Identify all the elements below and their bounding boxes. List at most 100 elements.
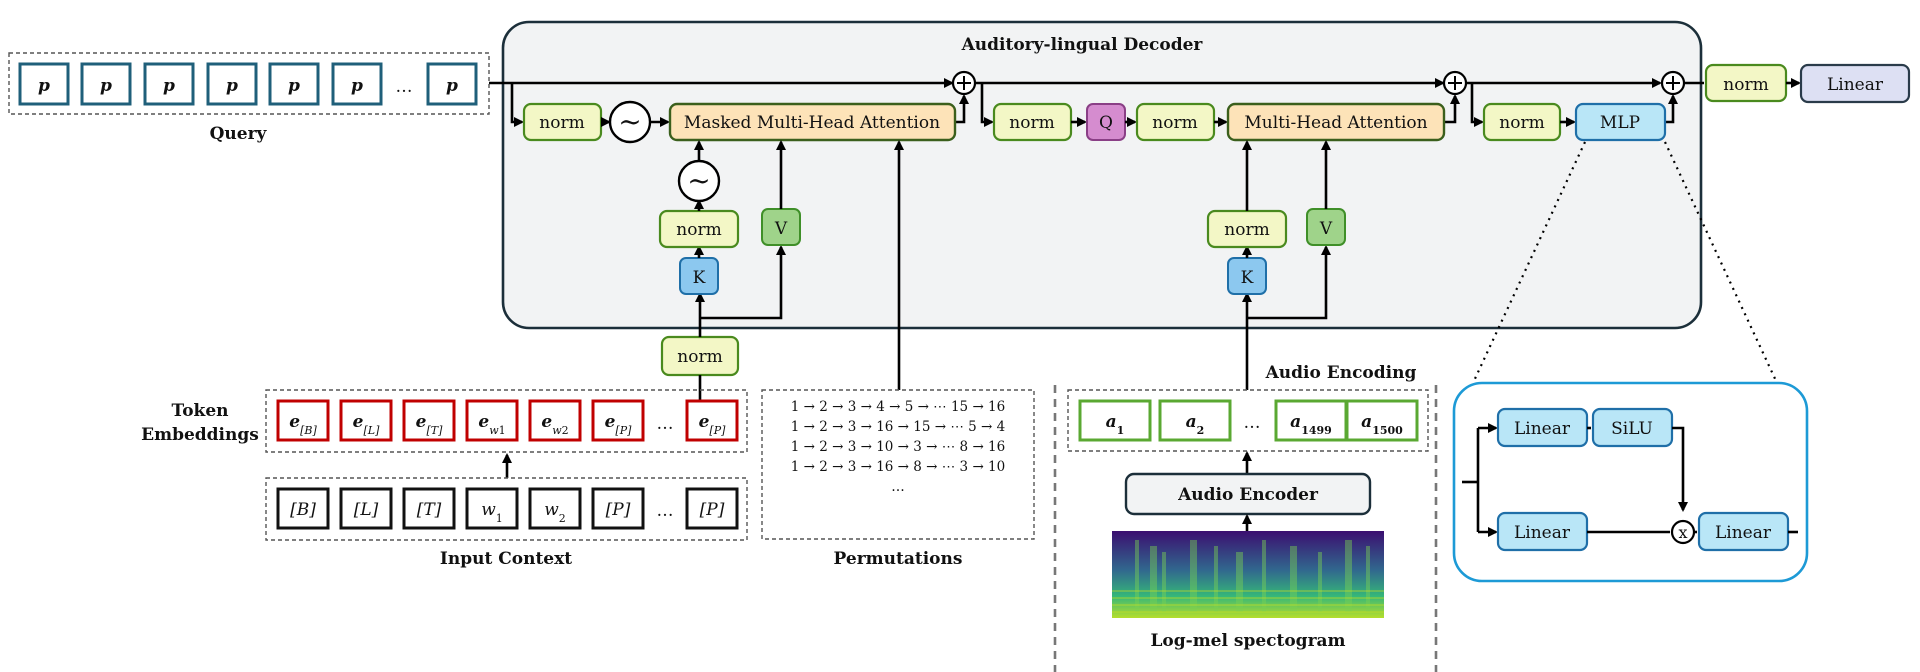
masked-mha-label: Masked Multi-Head Attention [684, 113, 940, 133]
norm-label: norm [539, 113, 584, 133]
masked-multi-head-attention [668, 102, 957, 142]
audio-embedding [1345, 399, 1419, 442]
svg-text:[B]: [B] [290, 500, 316, 520]
permutation-row: 1 → 2 → 3 → 16 → 8 → ⋯ 3 → 10 [791, 459, 1005, 475]
svg-text:e[B]: e[B] [289, 412, 317, 437]
input-token [402, 487, 456, 530]
query-group [8, 52, 490, 115]
svg-text:norm: norm [1499, 113, 1544, 133]
permutation-row: … [891, 479, 905, 495]
svg-text:K: K [693, 268, 706, 288]
svg-text:Linear: Linear [1514, 419, 1571, 439]
svg-text:[L]: [L] [354, 500, 379, 520]
svg-text:e[P]: e[P] [605, 412, 633, 437]
audio-embedding [1158, 399, 1232, 442]
key-branch-right: K norm V [1206, 140, 1346, 390]
token-embedding [402, 399, 456, 442]
svg-text:Linear: Linear [1715, 523, 1772, 543]
query-token [331, 62, 383, 106]
input-context-group [265, 477, 748, 541]
query-token [80, 62, 132, 106]
svg-text:norm: norm [1723, 75, 1768, 95]
spectrogram-label: Log-mel spectogram [1150, 631, 1345, 651]
svg-text:Linear: Linear [1827, 75, 1884, 95]
embedding-ellipsis: … [657, 414, 674, 434]
input-token [591, 487, 645, 530]
decoder-container [501, 20, 1703, 330]
decoder-title: Auditory-lingual Decoder [961, 35, 1204, 55]
query-token [143, 62, 195, 106]
query-token-label: p [446, 76, 458, 96]
input-token [685, 487, 739, 530]
input-token [339, 487, 393, 530]
permutations-group [761, 389, 1035, 540]
svg-text:w2: w2 [544, 500, 566, 525]
svg-text:e[T]: e[T] [416, 412, 443, 437]
svg-text:ew2: ew2 [541, 412, 568, 437]
permutations-label: Permutations [834, 549, 963, 569]
svg-text:[P]: [P] [606, 500, 631, 520]
audio-encoding-label: Audio Encoding [1265, 363, 1417, 383]
query-tokens: p p p p p p … p [18, 62, 478, 106]
svg-text:a2: a2 [1186, 412, 1205, 437]
query-token [268, 62, 320, 106]
svg-text:SiLU: SiLU [1611, 419, 1653, 439]
svg-text:norm: norm [1152, 113, 1197, 133]
residual-add-3 [1660, 70, 1686, 96]
svg-text:a1: a1 [1106, 412, 1125, 437]
svg-text:norm: norm [676, 220, 721, 240]
svg-text:~: ~ [687, 164, 710, 197]
token-embedding [685, 399, 739, 442]
svg-text:[T]: [T] [417, 500, 442, 520]
residual-add-1 [951, 70, 977, 96]
query-ellipsis: … [396, 77, 413, 97]
residual-add-2 [1442, 70, 1468, 96]
input-token [276, 487, 330, 530]
residual-path [489, 78, 1704, 127]
query-token [18, 62, 70, 106]
permutation-row: 1 → 2 → 3 → 10 → 3 → ⋯ 8 → 16 [791, 439, 1005, 455]
rotary-embedding-icon: ~ [608, 100, 652, 144]
svg-text:Linear: Linear [1514, 523, 1571, 543]
svg-text:[P]: [P] [700, 500, 725, 520]
audio-embedding [1078, 399, 1152, 442]
token-embeddings-label-2: Embeddings [141, 425, 259, 445]
svg-text:a1499: a1499 [1290, 412, 1332, 437]
mlp-detail: Linear SiLU Linear x Linear [1462, 407, 1798, 552]
permutation-rows: 1 → 2 → 3 → 4 → 5 → ⋯ 15 → 16 1 → 2 → 3 … [791, 399, 1005, 495]
output-linear [1799, 63, 1911, 104]
svg-text:x: x [1678, 523, 1687, 542]
audio-encoder-label: Audio Encoder [1177, 485, 1319, 505]
input-context-label: Input Context [440, 549, 572, 569]
key-branch-left: norm K norm ~ V [658, 140, 904, 406]
audio-embedding [1274, 399, 1348, 442]
token-embedding [339, 399, 393, 442]
permutation-row: 1 → 2 → 3 → 16 → 15 → ⋯ 5 → 4 [791, 419, 1005, 435]
query-token [426, 62, 478, 106]
token-embedding [591, 399, 645, 442]
query-label: Query [210, 124, 268, 144]
svg-text:e[L]: e[L] [353, 412, 380, 437]
token-embedding [528, 399, 582, 442]
input-token [528, 487, 582, 530]
multi-head-attention [1226, 102, 1446, 142]
svg-text:V: V [774, 219, 788, 239]
input-token [465, 487, 519, 530]
token-embeddings-group [265, 389, 748, 453]
svg-text:e[P]: e[P] [699, 412, 727, 437]
mlp-block [1574, 102, 1667, 142]
query-token-label: p [38, 76, 50, 96]
svg-text:a1500: a1500 [1361, 412, 1403, 437]
mha-label: Multi-Head Attention [1244, 113, 1427, 133]
token-embeddings-label: Token [172, 401, 229, 421]
query-token-label: p [288, 76, 300, 96]
svg-text:V: V [1319, 219, 1333, 239]
svg-text:~: ~ [618, 105, 641, 138]
svg-text:Q: Q [1099, 113, 1113, 133]
svg-text:K: K [1241, 268, 1254, 288]
svg-text:w1: w1 [481, 500, 503, 525]
